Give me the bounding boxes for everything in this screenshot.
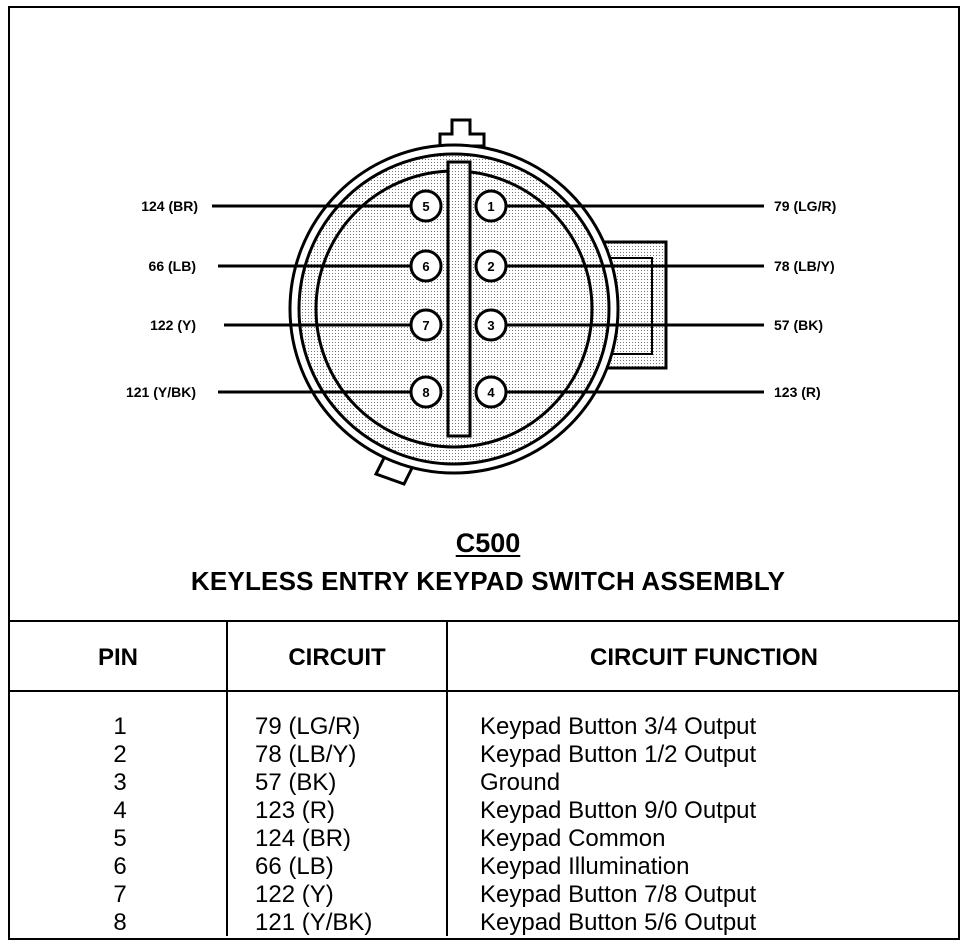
table-cell-pin: 1: [113, 713, 127, 740]
table-cell-function: Keypad Button 5/6 Output: [480, 909, 757, 936]
table-cell-circuit: 123 (R): [255, 797, 336, 824]
table-cell-circuit: 57 (BK): [255, 769, 337, 796]
pin-number: 6: [422, 259, 429, 274]
wire-label-left: 122 (Y): [150, 317, 196, 333]
table-cell-function: Keypad Common: [480, 825, 666, 852]
pin-circle: [474, 249, 508, 283]
table-cell-pin: 7: [113, 881, 127, 908]
table-header-divider: [8, 690, 960, 692]
table-cell-circuit: 124 (BR): [255, 825, 352, 852]
wire-label-right: 57 (BK): [774, 317, 823, 333]
table-cell-function: Ground: [480, 769, 561, 796]
circuit-column: 79 (LG/R) 78 (LB/Y) 57 (BK) 123 (R) 124 …: [255, 713, 445, 937]
table-cell-pin: 4: [113, 797, 127, 824]
connector-code-heading: C500: [0, 528, 976, 559]
table-cell-pin: 6: [113, 853, 127, 880]
table-cell-circuit: 122 (Y): [255, 881, 334, 908]
wire-label-left: 121 (Y/BK): [126, 384, 196, 400]
table-cell-circuit: 78 (LB/Y): [255, 741, 357, 768]
table-cell-circuit: 121 (Y/BK): [255, 909, 373, 936]
wire-label-left: 124 (BR): [141, 198, 198, 214]
wire-label-left: 66 (LB): [149, 258, 196, 274]
pin-number: 1: [487, 199, 494, 214]
table-col-divider-1: [226, 622, 228, 936]
connector-diagram: 5 124 (BR) 6 66 (LB) 7 122 (Y) 8 121 (Y/BK) 1 79…: [126, 118, 836, 486]
pin-circle: [474, 308, 508, 342]
pin-circle: [409, 308, 443, 342]
header-pin: PIN: [97, 644, 138, 671]
table-col-divider-2: [446, 622, 448, 936]
table-cell-function: Keypad Button 3/4 Output: [480, 713, 757, 740]
table-cell-pin: 5: [113, 825, 127, 852]
table-cell-function: Keypad Illumination: [480, 853, 690, 880]
pin-circle: [474, 189, 508, 223]
pin-number: 3: [487, 318, 494, 333]
pin-circle: [409, 249, 443, 283]
wire-label-right: 78 (LB/Y): [774, 258, 835, 274]
pin-circle: [409, 189, 443, 223]
pin-column: 1 2 3 4 5 6 7 8: [20, 713, 220, 937]
pin-circle: [409, 375, 443, 409]
function-column: Keypad Button 3/4 Output Keypad Button 1…: [480, 713, 950, 937]
table-cell-pin: 8: [113, 909, 127, 936]
wire-label-right: 79 (LG/R): [774, 198, 836, 214]
table-cell-circuit: 66 (LB): [255, 853, 334, 880]
pin-number: 4: [487, 385, 495, 400]
pin-number: 5: [422, 199, 429, 214]
connector-code: C500: [455, 528, 521, 558]
center-key-bar: [446, 160, 472, 438]
table-top-border: [8, 620, 960, 622]
table-cell-function: Keypad Button 1/2 Output: [480, 741, 757, 768]
pin-circle: [474, 375, 508, 409]
pin-number: 7: [422, 318, 429, 333]
wire-label-right: 123 (R): [774, 384, 821, 400]
table-cell-function: Keypad Button 9/0 Output: [480, 797, 757, 824]
pin-number: 8: [422, 385, 429, 400]
connector-top-key: [438, 118, 486, 148]
header-circuit: CIRCUIT: [288, 644, 386, 671]
outer-frame: [8, 6, 960, 940]
connector-title: KEYLESS ENTRY KEYPAD SWITCH ASSEMBLY: [190, 566, 786, 596]
table-cell-pin: 2: [113, 741, 127, 768]
table-cell-function: Keypad Button 7/8 Output: [480, 881, 757, 908]
header-circuit-function: CIRCUIT FUNCTION: [590, 644, 818, 671]
table-cell-circuit: 79 (LG/R): [255, 713, 361, 740]
pin-number: 2: [487, 259, 494, 274]
table-cell-pin: 3: [113, 769, 127, 796]
